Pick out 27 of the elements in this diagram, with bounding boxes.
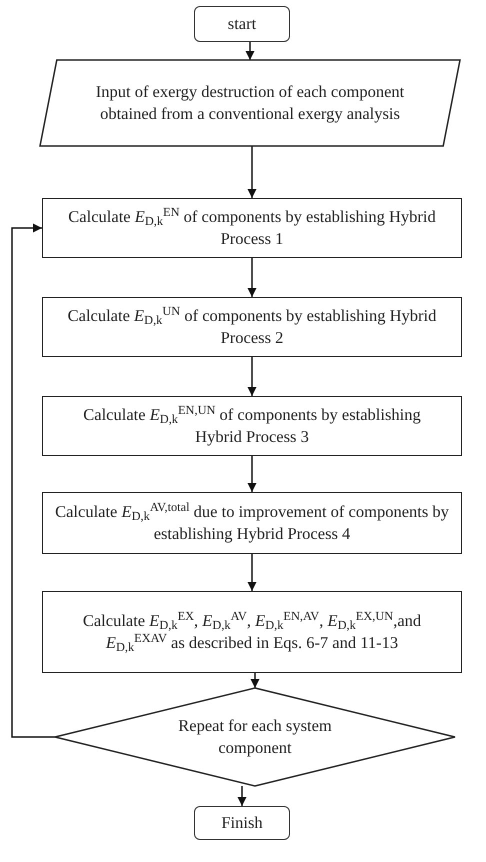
arrow bbox=[248, 456, 256, 492]
node-text: Calculate E$_{D,k}$$^{EX}$, E$_{D,k}$$^{AV}$, E$_{D,k}$$^{EN,AV}$, E$_{D,k}$$^{EX,UN}$,and E$_{D,k}$$^{EXAV}$ as described in Eqs. 6-7 and 11-13 bbox=[82, 610, 422, 654]
node-text: Calculate E$_{D,k}$$^{UN}$ of components by establishing Hybrid Process 2 bbox=[67, 304, 437, 349]
node-text: Calculate E$_{D,k}$$^{EN}$ of components by establishing Hybrid Process 1 bbox=[67, 206, 437, 250]
arrow bbox=[248, 258, 256, 297]
terminal-box bbox=[194, 6, 290, 42]
node-text: Calculate E$_{D,k}$$^{AV,total}$ due to improvement of components by establishing Hybrid Process 4 bbox=[55, 500, 449, 545]
node-text: Calculate E$_{D,k}$$^{EN,UN}$ of components by establishing Hybrid Process 3 bbox=[82, 404, 422, 448]
node-text: start bbox=[228, 12, 256, 35]
process-box bbox=[42, 198, 462, 258]
process-box bbox=[42, 591, 462, 673]
process-box bbox=[42, 297, 462, 357]
node-text: Finish bbox=[221, 812, 263, 834]
input-parallelogram bbox=[40, 60, 460, 146]
arrow bbox=[11, 224, 55, 738]
arrow bbox=[248, 146, 256, 198]
process-box bbox=[42, 492, 462, 554]
arrow bbox=[250, 673, 260, 688]
decision-diamond bbox=[55, 688, 455, 786]
terminal-box bbox=[194, 806, 290, 840]
arrow bbox=[248, 554, 256, 591]
node-text: Repeat for each system component bbox=[177, 714, 333, 759]
node-text: Input of exergy destruction of each component obtained from a conventional exergy analysis bbox=[94, 80, 406, 125]
process-box bbox=[42, 396, 462, 456]
arrow bbox=[246, 42, 254, 60]
arrow bbox=[248, 357, 256, 396]
arrow bbox=[238, 786, 246, 806]
